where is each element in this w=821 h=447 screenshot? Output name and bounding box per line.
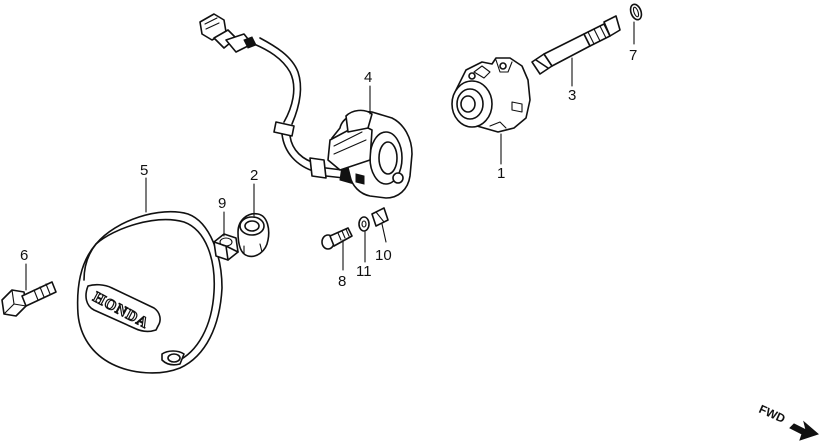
callout-3: 3 <box>568 87 576 104</box>
callout-4: 4 <box>364 69 372 86</box>
nut-9 <box>213 233 239 261</box>
drive-shaft <box>531 15 621 75</box>
leader-lines <box>25 21 635 291</box>
fwd-label: FWD <box>757 402 788 426</box>
forward-direction-indicator: FWD <box>757 402 819 441</box>
callout-7: 7 <box>629 47 637 64</box>
cam-housing <box>451 57 531 133</box>
o-ring <box>629 3 643 21</box>
callout-8: 8 <box>338 273 346 290</box>
washer-11 <box>358 216 370 232</box>
cover-bolt <box>1 281 57 317</box>
callout-10: 10 <box>375 247 392 264</box>
callout-6: 6 <box>20 247 28 264</box>
lock-washer-10 <box>371 207 389 227</box>
stator-plate <box>327 109 413 199</box>
collar-2 <box>237 212 270 258</box>
fwd-arrow-icon <box>789 420 819 441</box>
callout-2: 2 <box>250 167 258 184</box>
callout-9: 9 <box>218 195 226 212</box>
callout-labels: 1 2 3 4 5 6 7 8 9 10 11 <box>20 47 637 290</box>
callout-1: 1 <box>497 165 505 182</box>
callout-11: 11 <box>356 263 372 280</box>
screw-8 <box>321 227 353 250</box>
point-cover: HONDA <box>76 210 223 374</box>
callout-5: 5 <box>140 162 148 179</box>
